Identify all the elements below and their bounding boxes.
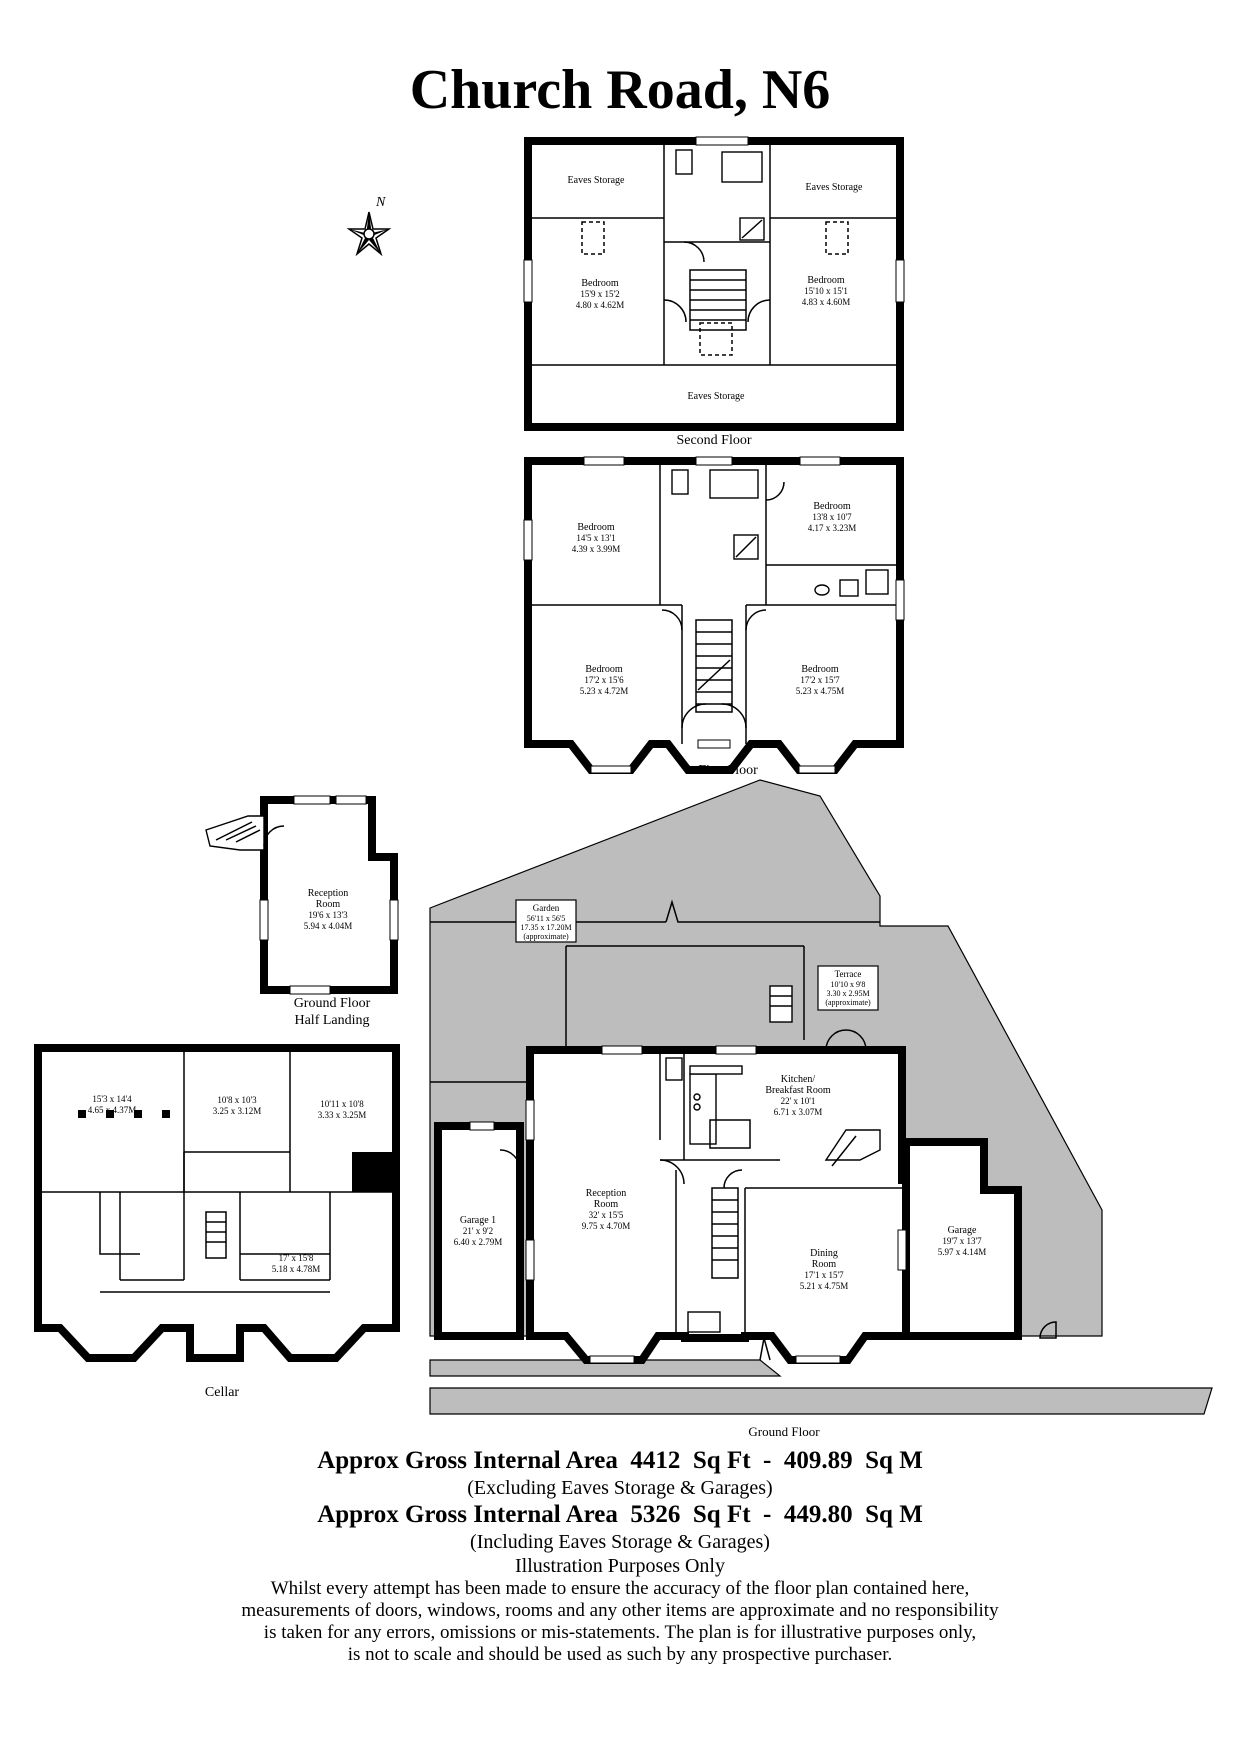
ground-floor-room-label: Room (812, 1259, 837, 1270)
disclaimer-line: is taken for any errors, omissions or mi… (263, 1622, 977, 1643)
first-floor-plan: Bedroom 14'5 x 13'1 4.39 x 3.99M Bedroom… (523, 456, 905, 778)
second-floor-room-dimensions: 4.80 x 4.62M (576, 300, 625, 310)
first-floor-room-dimensions: 13'8 x 10'7 (812, 512, 852, 522)
half-landing-room-dimensions: 19'6 x 13'3 (308, 910, 348, 920)
second-floor-room-label: Eaves Storage (688, 391, 745, 402)
cellar-plan: 15'3 x 14'4 4.65 x 4.37M 10'8 x 10'3 3.2… (34, 1044, 400, 1400)
ground-floor-room-dimensions: 32' x 15'5 (589, 1210, 624, 1220)
ground-floor-room-dimensions: 19'7 x 13'7 (942, 1236, 982, 1246)
area-summary: Approx Gross Internal Area 4412 Sq Ft - … (0, 1446, 1240, 1666)
first-floor-room-dimensions: 5.23 x 4.75M (796, 686, 845, 696)
compass-north-label: N (375, 195, 386, 210)
compass-rose-icon: N (346, 195, 392, 257)
first-floor-room-dimensions: 17'2 x 15'7 (800, 675, 840, 685)
svg-text:3.30 x 2.95M: 3.30 x 2.95M (826, 989, 869, 998)
ground-floor-room-dimensions: 21' x 9'2 (463, 1226, 493, 1236)
ground-floor-room-label: Reception (586, 1188, 627, 1199)
garden-label: Garden 56'11 x 56'5 17.35 x 17.20M (appr… (515, 899, 577, 943)
svg-text:10'10 x 9'8: 10'10 x 9'8 (831, 980, 866, 989)
ground-floor-room-label: Kitchen/ (781, 1074, 816, 1085)
second-floor-room-label: Bedroom (807, 275, 844, 286)
ground-floor-room-label: Breakfast Room (765, 1085, 830, 1096)
ground-floor-room-dimensions: 22' x 10'1 (781, 1096, 816, 1106)
ground-floor-label: Ground Floor (748, 1424, 820, 1439)
second-floor-room-dimensions: 4.83 x 4.60M (802, 297, 851, 307)
half-landing-plan: Reception Room 19'6 x 13'3 5.94 x 4.04M … (205, 795, 399, 1028)
half-landing-room-dimensions: 5.94 x 4.04M (304, 921, 353, 931)
cellar-room-dimensions: 15'3 x 14'4 (92, 1094, 132, 1104)
ground-floor-room-label: Dining (810, 1248, 838, 1259)
ground-floor-room-label: Room (594, 1199, 619, 1210)
disclaimer-line: Whilst every attempt has been made to en… (270, 1578, 970, 1599)
svg-text:17.35 x 17.20M: 17.35 x 17.20M (520, 923, 571, 932)
page-title: Church Road, N6 (409, 59, 831, 121)
ground-floor-room-dimensions: 17'1 x 15'7 (804, 1270, 844, 1280)
first-floor-room-label: Bedroom (801, 664, 838, 675)
ground-floor-room-dimensions: 5.21 x 4.75M (800, 1281, 849, 1291)
ground-floor-plan: Garden 56'11 x 56'5 17.35 x 17.20M (appr… (429, 779, 1213, 1439)
cellar-room-dimensions: 17' x 15'8 (279, 1253, 314, 1263)
half-landing-room-label: Room (316, 899, 341, 910)
half-landing-label: Ground Floor (294, 996, 371, 1011)
gross-area-excluding: Approx Gross Internal Area 4412 Sq Ft - … (317, 1447, 923, 1474)
first-floor-label: First Floor (698, 763, 758, 778)
ground-floor-room-label: Garage 1 (460, 1215, 496, 1226)
disclaimer-line: is not to scale and should be used as su… (347, 1644, 893, 1665)
first-floor-room-dimensions: 5.23 x 4.72M (580, 686, 629, 696)
ground-floor-room-dimensions: 6.40 x 2.79M (454, 1237, 503, 1247)
cellar-room-dimensions: 10'11 x 10'8 (320, 1099, 364, 1109)
ground-floor-room-dimensions: 6.71 x 3.07M (774, 1107, 823, 1117)
first-floor-room-dimensions: 4.39 x 3.99M (572, 544, 621, 554)
svg-text:(approximate): (approximate) (825, 998, 871, 1007)
svg-text:Garden: Garden (533, 903, 560, 913)
second-floor-room-dimensions: 15'10 x 15'1 (804, 286, 848, 296)
first-floor-room-dimensions: 17'2 x 15'6 (584, 675, 624, 685)
ground-floor-room-label: Garage (948, 1225, 977, 1236)
svg-text:Terrace: Terrace (835, 969, 862, 979)
cellar-room-dimensions: 10'8 x 10'3 (217, 1095, 257, 1105)
gross-area-including: Approx Gross Internal Area 5326 Sq Ft - … (317, 1501, 923, 1528)
svg-text:56'11 x 56'5: 56'11 x 56'5 (527, 914, 566, 923)
svg-text:(approximate): (approximate) (523, 932, 569, 941)
cellar-room-dimensions: 5.18 x 4.78M (272, 1264, 321, 1274)
cellar-room-dimensions: 4.65 x 4.37M (88, 1105, 137, 1115)
terrace-label: Terrace 10'10 x 9'8 3.30 x 2.95M (approx… (817, 965, 879, 1011)
gross-area-including-note: (Including Eaves Storage & Garages) (470, 1531, 770, 1553)
first-floor-room-label: Bedroom (813, 501, 850, 512)
ground-floor-room-dimensions: 5.97 x 4.14M (938, 1247, 987, 1257)
cellar-label: Cellar (205, 1385, 240, 1400)
half-landing-label: Half Landing (294, 1013, 369, 1028)
first-floor-room-dimensions: 4.17 x 3.23M (808, 523, 857, 533)
half-landing-room-label: Reception (308, 888, 349, 899)
first-floor-room-label: Bedroom (585, 664, 622, 675)
gross-area-excluding-note: (Excluding Eaves Storage & Garages) (467, 1477, 773, 1499)
cellar-room-dimensions: 3.25 x 3.12M (213, 1106, 262, 1116)
disclaimer-line: measurements of doors, windows, rooms an… (241, 1600, 999, 1621)
cellar-room-dimensions: 3.33 x 3.25M (318, 1110, 367, 1120)
second-floor-room-dimensions: 15'9 x 15'2 (580, 289, 619, 299)
second-floor-room-label: Eaves Storage (806, 182, 863, 193)
ground-floor-room-dimensions: 9.75 x 4.70M (582, 1221, 631, 1231)
second-floor-room-label: Eaves Storage (568, 175, 625, 186)
first-floor-room-label: Bedroom (577, 522, 614, 533)
second-floor-label: Second Floor (676, 433, 751, 448)
first-floor-room-dimensions: 14'5 x 13'1 (576, 533, 615, 543)
illustration-notice: Illustration Purposes Only (515, 1555, 725, 1577)
second-floor-room-label: Bedroom (581, 278, 618, 289)
second-floor-plan: Eaves Storage Eaves Storage Bedroom 15'9… (523, 136, 905, 448)
